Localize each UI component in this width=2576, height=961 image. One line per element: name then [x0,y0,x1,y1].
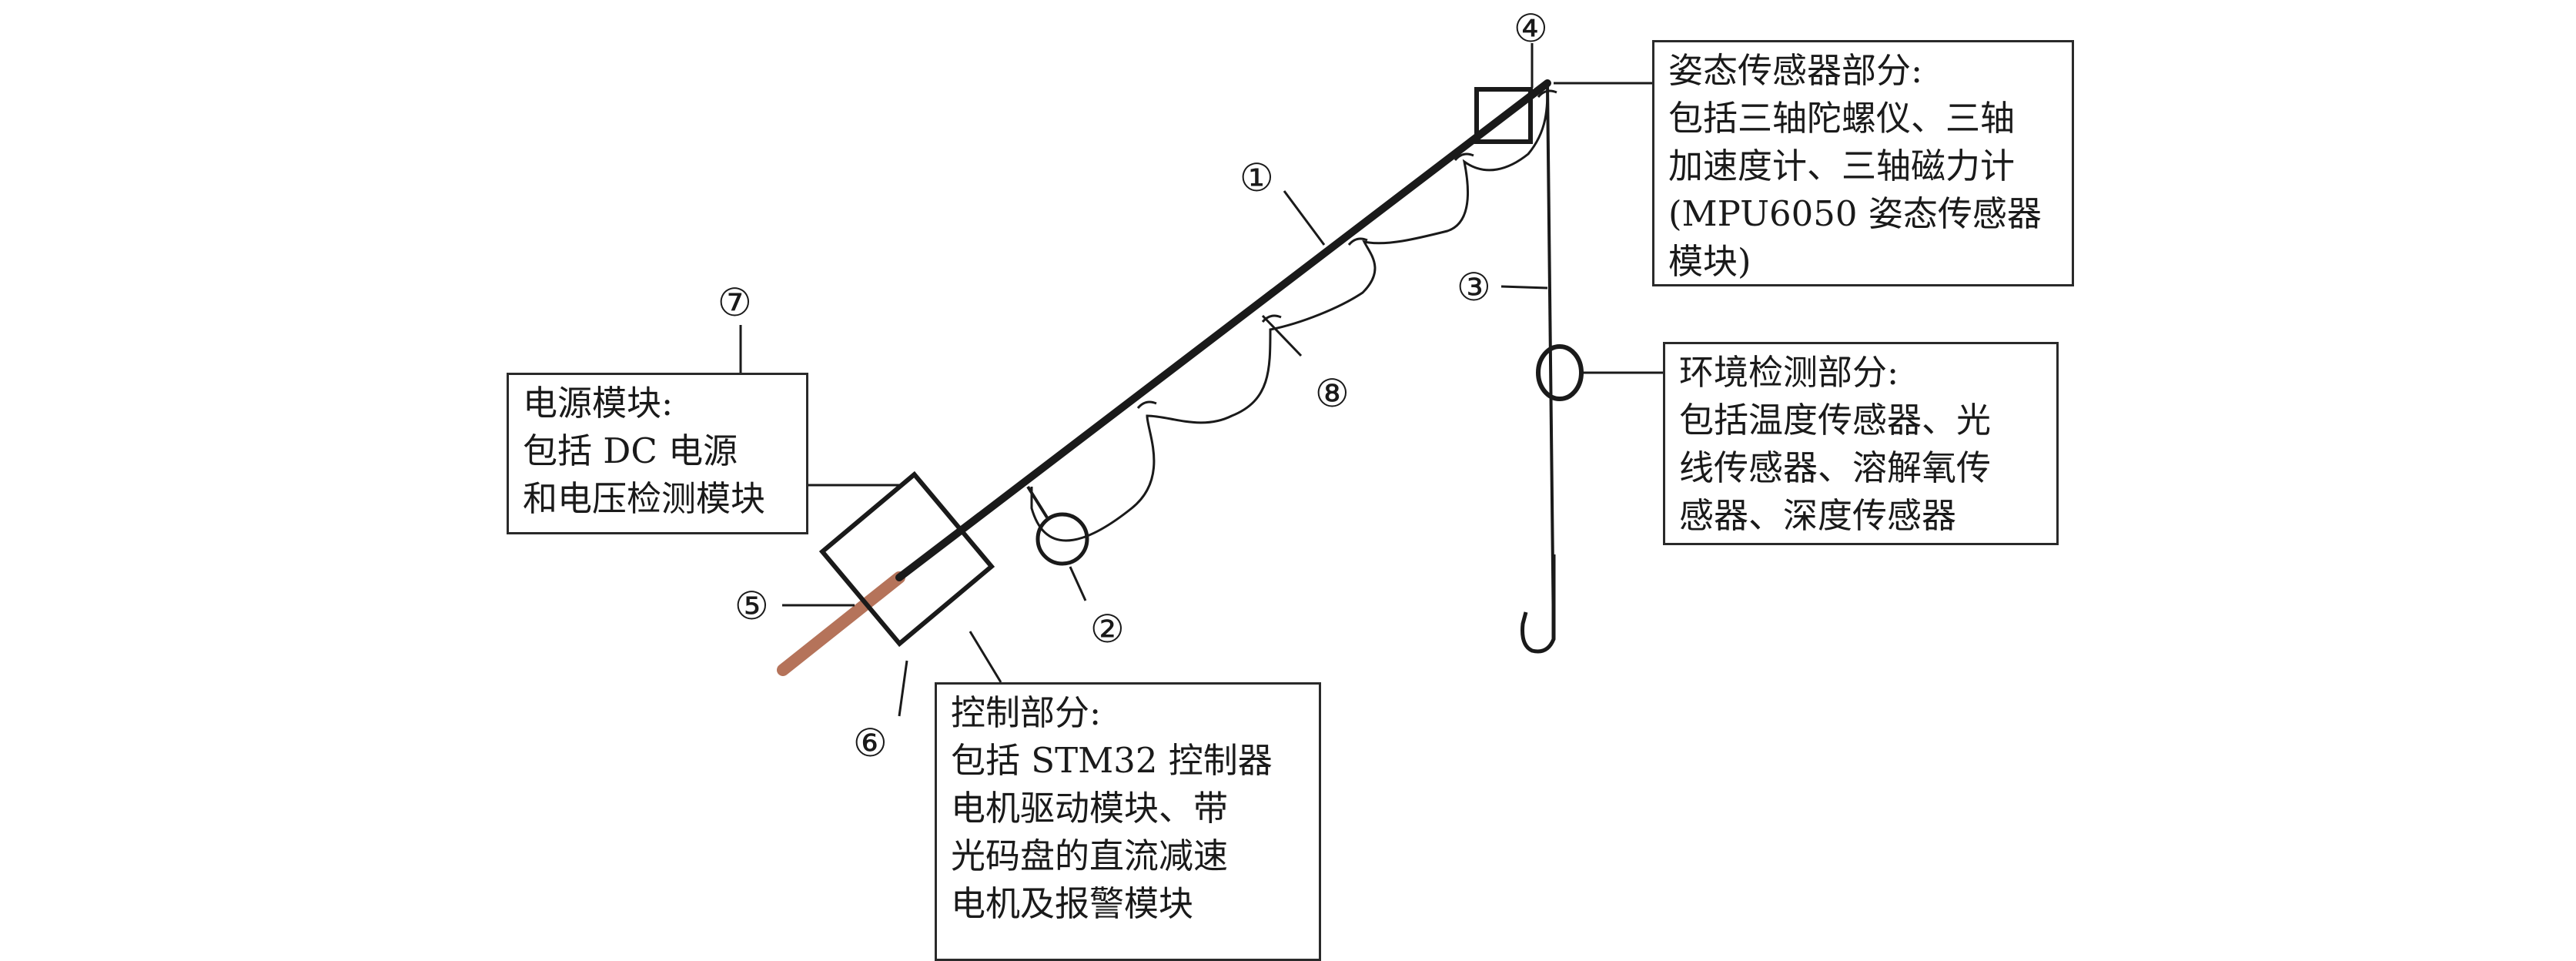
slack-line [1030,84,1549,542]
power-line-1: 电源模块: [523,383,674,424]
control-box-shape [818,470,995,648]
marker-4: ④ [1514,6,1548,51]
marker-7: ⑦ [718,280,752,325]
fishing-line [1546,82,1555,640]
marker-6: ⑥ [853,721,888,765]
environment-detection-box: 环境检测部分: 包括温度传感器、光 线传感器、溶解氧传 感器、深度传感器 [1663,342,2059,545]
control-line-1: 控制部分: [951,692,1102,733]
environment-line-2: 包括温度传感器、光 [1679,400,1992,440]
marker-8: ⑧ [1315,371,1350,416]
attitude-line-1: 姿态传感器部分: [1668,50,1923,91]
environment-line-3: 线传感器、溶解氧传 [1679,447,1992,488]
environment-sensor-shape [1536,344,1584,401]
environment-line-4: 感器、深度传感器 [1679,495,1957,536]
marker-2: ② [1090,607,1125,651]
control-line-3: 电机驱动模块、带 [951,788,1229,829]
attitude-line-4: (MPU6050 姿态传感器 [1668,193,2042,234]
attitude-sensor-shape [1474,87,1533,144]
control-line-4: 光码盘的直流减速 [951,835,1229,876]
marker-5: ⑤ [734,584,769,628]
control-line-2: 包括 STM32 控制器 [951,740,1273,781]
rod-guides [1136,89,1557,410]
control-part-box: 控制部分: 包括 STM32 控制器 电机驱动模块、带 光码盘的直流减速 电机及… [935,682,1321,961]
rod-handle [777,571,905,676]
attitude-line-2: 包括三轴陀螺仪、三轴 [1668,98,2016,139]
fish-hook [1521,554,1556,654]
environment-line-1: 环境检测部分: [1679,352,1899,393]
attitude-sensor-box: 姿态传感器部分: 包括三轴陀螺仪、三轴 加速度计、三轴磁力计 (MPU6050 … [1652,40,2074,286]
attitude-line-5: 模块) [1668,241,1751,282]
reel-stem [1026,485,1049,519]
fishing-rod [895,79,1551,581]
power-line-2: 包括 DC 电源 [523,430,738,471]
power-module-box: 电源模块: 包括 DC 电源 和电压检测模块 [507,373,808,534]
reel-circle [1035,512,1089,566]
leader-lines [739,43,1663,717]
marker-1: ① [1239,156,1274,200]
marker-3: ③ [1457,265,1491,310]
control-line-5: 电机及报警模块 [951,883,1194,924]
power-line-3: 和电压检测模块 [523,478,766,519]
attitude-line-3: 加速度计、三轴磁力计 [1668,146,2016,186]
